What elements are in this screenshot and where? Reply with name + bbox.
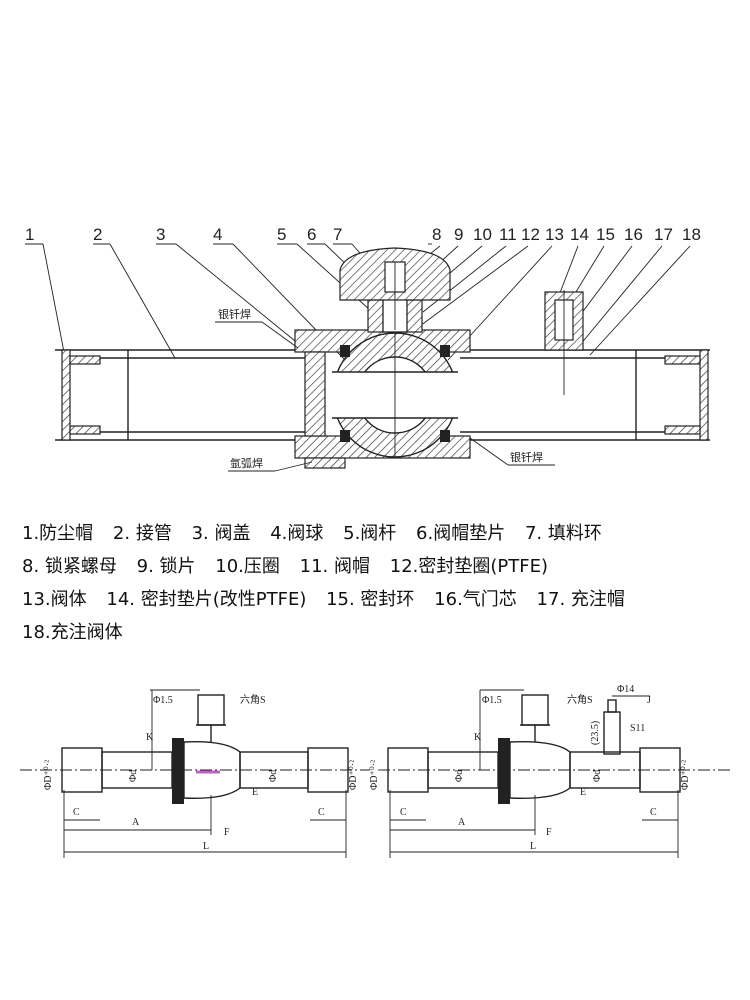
dim-right-s11: S11: [630, 723, 645, 734]
legend-row-2: 8. 锁紧螺母 9. 锁片 10.压圈 11. 阀帽 12.密封垫圈(PTFE): [22, 550, 742, 583]
callout-8: 8: [432, 225, 441, 244]
legend-item: 18.充注阀体: [22, 622, 123, 643]
legend-item: 6.阀帽垫片: [416, 523, 506, 544]
dim-right-C2: C: [650, 807, 657, 818]
callout-13: 13: [545, 225, 564, 244]
dim-right-phiD: ΦD⁺⁰·²: [369, 760, 380, 790]
callout-1: 1: [25, 225, 34, 244]
dim-right-K: K: [474, 732, 482, 743]
callout-16: 16: [624, 225, 643, 244]
dim-left-phid2: Φd: [268, 770, 279, 782]
dimension-drawing-right: Φ1.5 六角S Φ14 J K (23.5) S11 ΦD⁺⁰·² Φd Φd…: [369, 684, 730, 858]
legend-item: 17. 充注帽: [536, 589, 625, 610]
legend-item: 11. 阀帽: [299, 556, 371, 577]
dim-left-C1: C: [73, 807, 80, 818]
stem-bonnet: [339, 247, 451, 333]
dim-right-J: J: [647, 695, 651, 706]
callout-2: 2: [93, 225, 102, 244]
dim-left-phid: Φd: [128, 770, 139, 782]
dim-right-phid: Φd: [454, 770, 465, 782]
silver-braze-label-right: 银钎焊: [510, 450, 543, 464]
dim-left-F: F: [224, 827, 230, 838]
valve-body: [294, 329, 471, 469]
legend-item: 12.密封垫圈(PTFE): [389, 556, 548, 577]
dim-right-A: A: [458, 817, 466, 828]
callout-17: 17: [654, 225, 673, 244]
callout-4: 4: [213, 225, 222, 244]
legend-row-1: 1.防尘帽 2. 接管 3. 阀盖 4.阀球 5.阀杆 6.阀帽垫片 7. 填料…: [22, 517, 742, 550]
callout-14: 14: [570, 225, 589, 244]
legend-item: 14. 密封垫片(改性PTFE): [106, 589, 307, 610]
dim-left-L: L: [203, 841, 209, 852]
dim-left-phiD: ΦD⁺⁰·²: [43, 760, 54, 790]
legend-item: 4.阀球: [270, 523, 324, 544]
callout-12: 12: [521, 225, 540, 244]
dim-left-A: A: [132, 817, 140, 828]
charging-valve: [544, 290, 584, 395]
legend-item: 15. 密封环: [326, 589, 415, 610]
dimension-drawing-left: Φ1.5 六角S K ΦD⁺⁰·² Φd Φd E ΦD⁺⁰·² C A F C…: [20, 689, 370, 858]
callout-3: 3: [156, 225, 165, 244]
dim-left-phi15: Φ1.5: [153, 695, 173, 706]
dim-right-L: L: [530, 841, 536, 852]
legend-row-3: 13.阀体 14. 密封垫片(改性PTFE) 15. 密封环 16.气门芯 17…: [22, 583, 742, 616]
legend-item: 7. 填料环: [524, 523, 602, 544]
dim-right-phid2: Φd: [592, 770, 603, 782]
dim-left-C2: C: [318, 807, 325, 818]
callout-15: 15: [596, 225, 615, 244]
dim-right-hex: 六角S: [567, 694, 593, 706]
legend-item: 1.防尘帽: [22, 523, 94, 544]
dim-left-phiD2: ΦD⁺⁰·²: [348, 760, 359, 790]
callout-6: 6: [307, 225, 316, 244]
legend-item: 2. 接管: [112, 523, 172, 544]
legend-item: 16.气门芯: [434, 589, 517, 610]
dim-left-K: K: [146, 732, 154, 743]
callout-18: 18: [682, 225, 701, 244]
legend-item: 9. 锁片: [136, 556, 196, 577]
legend-item: 10.压圈: [215, 556, 280, 577]
dim-right-h235: (23.5): [590, 721, 601, 745]
callout-9: 9: [454, 225, 463, 244]
legend-item: 5.阀杆: [343, 523, 397, 544]
cross-section: 1 2 3 4 5 6 7 8 9 10 11 12 13 14 15 16 1…: [25, 225, 710, 472]
dim-left-E: E: [252, 787, 258, 798]
dim-left-hex: 六角S: [240, 694, 266, 706]
dim-right-phi14: Φ14: [617, 684, 634, 695]
callout-10: 10: [473, 225, 492, 244]
parts-legend: 1.防尘帽 2. 接管 3. 阀盖 4.阀球 5.阀杆 6.阀帽垫片 7. 填料…: [22, 517, 742, 649]
callout-7: 7: [333, 225, 342, 244]
dim-right-C1: C: [400, 807, 407, 818]
argon-arc-label: 氩弧焊: [230, 456, 263, 470]
dim-right-E: E: [580, 787, 586, 798]
legend-row-4: 18.充注阀体: [22, 616, 742, 649]
dim-right-phiD2: ΦD⁺⁰·²: [680, 760, 691, 790]
legend-item: 3. 阀盖: [191, 523, 251, 544]
dim-right-phi15: Φ1.5: [482, 695, 502, 706]
legend-item: 13.阀体: [22, 589, 87, 610]
callout-11: 11: [499, 225, 517, 244]
dim-right-F: F: [546, 827, 552, 838]
callout-5: 5: [277, 225, 286, 244]
silver-braze-label-left: 银钎焊: [218, 307, 251, 321]
legend-item: 8. 锁紧螺母: [22, 556, 117, 577]
